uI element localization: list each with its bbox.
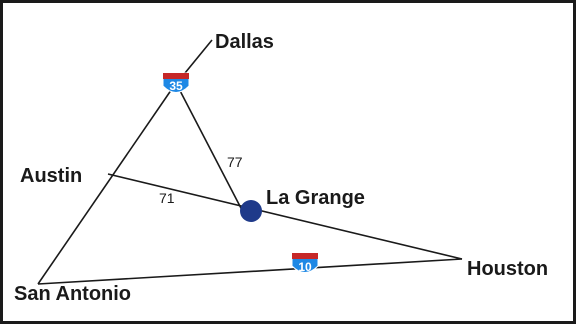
- city-label-dallas[interactable]: Dallas: [215, 31, 274, 53]
- route-label-77: 77: [227, 154, 243, 170]
- route-label-71: 71: [159, 190, 175, 206]
- city-label-san-antonio[interactable]: San Antonio: [14, 283, 131, 305]
- road-i10: [37, 258, 463, 285]
- route-label-i35: 35: [169, 79, 183, 93]
- route-label-i10: 10: [298, 260, 312, 274]
- leader-line-dallas: [184, 39, 213, 74]
- road-i35-south: [37, 82, 177, 285]
- road-hwy71: [107, 173, 463, 260]
- city-label-austin[interactable]: Austin: [20, 165, 82, 187]
- city-label-la-grange[interactable]: La Grange: [266, 187, 365, 209]
- interstate-10-shield-icon: 10: [291, 252, 319, 274]
- la-grange-marker[interactable]: [240, 200, 262, 222]
- interstate-35-shield-icon: 35: [162, 72, 190, 93]
- city-label-houston[interactable]: Houston: [467, 258, 548, 280]
- road-hwy77: [175, 82, 244, 213]
